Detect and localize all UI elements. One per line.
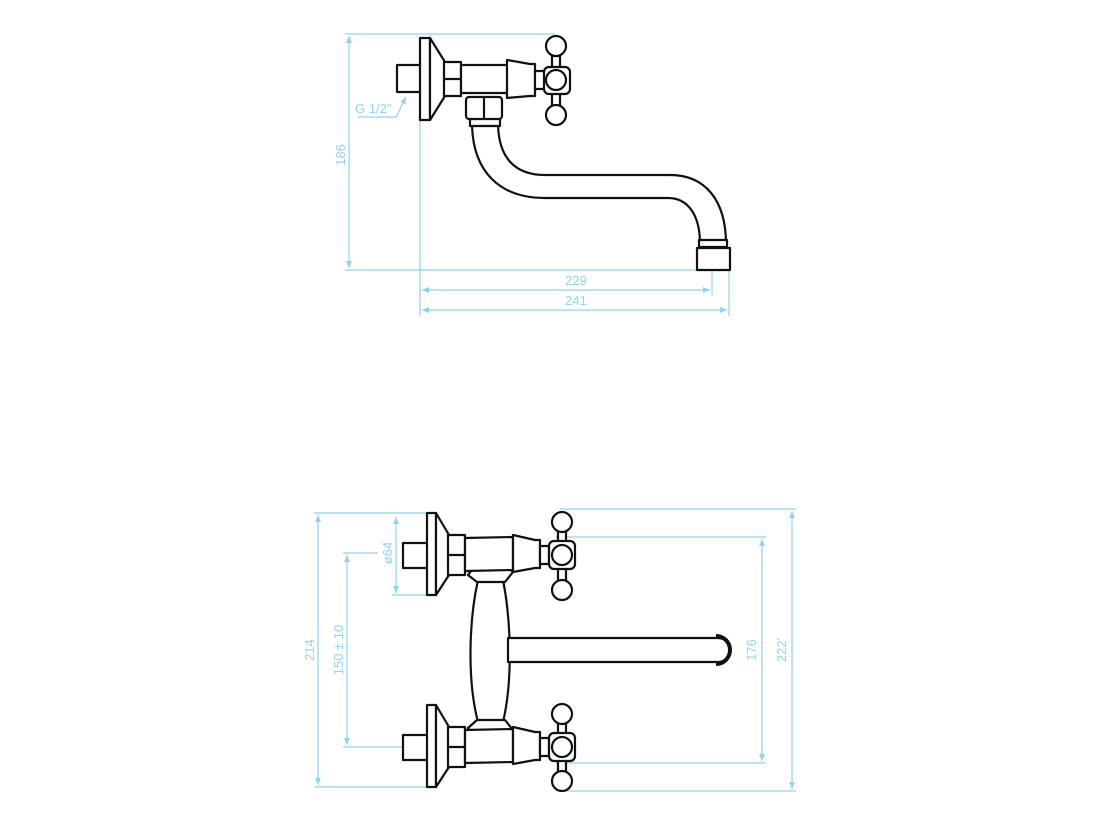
stem <box>538 544 551 566</box>
side-faucet-outline <box>395 34 732 272</box>
aerator <box>695 246 732 272</box>
overall-height-label: 214 <box>302 639 317 661</box>
wall-flange <box>425 703 438 789</box>
handle-span-label: 176 <box>744 639 759 661</box>
spout-end <box>715 634 732 666</box>
front-dimensions: 214 150 ± 10 ø64 176 222' <box>302 508 796 792</box>
handle-knob-top <box>550 702 574 726</box>
handle-knob-top <box>544 34 568 58</box>
thread-label: G 1/2" <box>355 101 392 116</box>
pipe-stub <box>395 63 423 94</box>
spout-ring <box>697 238 729 249</box>
total-height-label: 222' <box>774 638 789 662</box>
front-faucet-outline <box>401 510 732 793</box>
side-dimensions: 186 229 241 G 1/2" <box>333 33 730 316</box>
wall-flange <box>425 511 438 597</box>
bonnet <box>511 725 542 766</box>
wall-flange <box>418 36 432 122</box>
stem <box>538 736 551 758</box>
flange-cone <box>428 36 447 122</box>
pipe-stub <box>401 541 430 570</box>
spout <box>506 636 732 664</box>
flange-diameter-label: ø64 <box>380 542 395 564</box>
lower-valve <box>401 702 577 793</box>
handle-cap <box>550 543 574 567</box>
pipe-stub <box>401 733 430 762</box>
bonnet <box>505 58 537 100</box>
front-view: 214 150 ± 10 ø64 176 222' <box>302 508 796 793</box>
spout <box>470 120 728 246</box>
handle-knob-bottom <box>550 578 574 602</box>
handle-knob-bottom <box>550 769 574 793</box>
handle-cap <box>544 68 568 92</box>
valve-body <box>459 63 510 95</box>
handle-knob-top <box>550 510 574 534</box>
thread-leader-line <box>358 96 407 118</box>
valve-body <box>463 535 515 573</box>
handle-knob-bottom <box>544 103 568 127</box>
reach-inner-label: 229 <box>565 273 587 288</box>
side-view: 186 229 241 G 1/2" <box>333 33 732 316</box>
handle-cap <box>550 735 574 759</box>
upper-valve <box>401 510 577 602</box>
mixer-body <box>469 578 511 724</box>
reach-outer-label: 241 <box>565 293 587 308</box>
height-label: 186 <box>333 144 348 166</box>
bonnet <box>511 533 542 574</box>
center-distance-label: 150 ± 10 <box>331 625 346 676</box>
valve-body <box>463 727 515 765</box>
